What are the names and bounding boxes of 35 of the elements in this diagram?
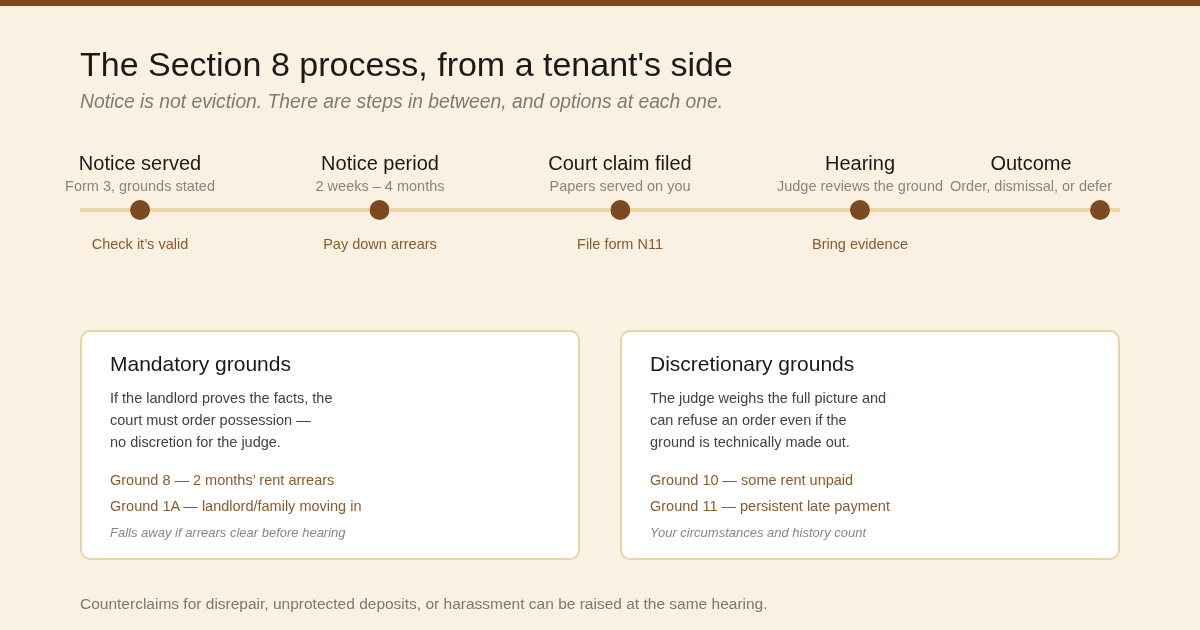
- ground-item: Ground 1A — landlord/family moving in: [110, 497, 362, 516]
- timeline-line: [1110, 208, 1120, 212]
- stage-title: Notice served: [78, 151, 202, 176]
- info-card: [80, 330, 580, 560]
- action-label: Pay down arrears: [323, 235, 437, 254]
- card-note: Falls away if arrears clear before hearing: [110, 524, 346, 542]
- info-card: [620, 330, 1120, 560]
- stage-subtitle: Form 3, grounds stated: [65, 177, 215, 196]
- stage-title: Court claim filed: [548, 151, 692, 176]
- action-label: Bring evidence: [812, 235, 908, 254]
- ground-item: Ground 8 — 2 months’ rent arrears: [110, 471, 335, 490]
- card-body: If the landlord proves the facts, the court must order possession — no discretion for the judge.: [110, 389, 333, 452]
- card-body: The judge weighs the full picture and can refuse an order even if the ground is technically made out.: [650, 389, 887, 452]
- ground-item: Ground 11 — persistent late payment: [650, 497, 890, 516]
- stage-title: Outcome: [990, 151, 1072, 176]
- timeline-line: [630, 208, 850, 212]
- stage-title: Notice period: [321, 151, 439, 176]
- timeline-line: [150, 208, 370, 212]
- card-note: Your circumstances and history count: [650, 524, 867, 542]
- footnote: Counterclaims for disrepair, unprotected deposits, or harassment can be raised at the same hearing.: [80, 594, 768, 614]
- timeline-line: [80, 208, 130, 212]
- timeline-line: [870, 208, 1090, 212]
- action-label: Check it’s valid: [91, 235, 189, 254]
- stage-subtitle: Papers served on you: [549, 177, 691, 196]
- page-title: The Section 8 process, from a tenant's side: [80, 44, 733, 85]
- timeline-line: [390, 208, 610, 212]
- stage-title: Hearing: [824, 151, 895, 176]
- card-heading: Discretionary grounds: [650, 351, 855, 377]
- stage-subtitle: Judge reviews the ground: [776, 177, 944, 196]
- stage-subtitle: Order, dismissal, or defer: [950, 177, 1112, 196]
- stage-subtitle: 2 weeks – 4 months: [315, 177, 445, 196]
- card-heading: Mandatory grounds: [110, 351, 291, 377]
- subtitle: Notice is not eviction. There are steps in between, and options at each one.: [80, 90, 724, 114]
- action-label: File form N11: [577, 235, 663, 254]
- ground-item: Ground 10 — some rent unpaid: [650, 471, 854, 490]
